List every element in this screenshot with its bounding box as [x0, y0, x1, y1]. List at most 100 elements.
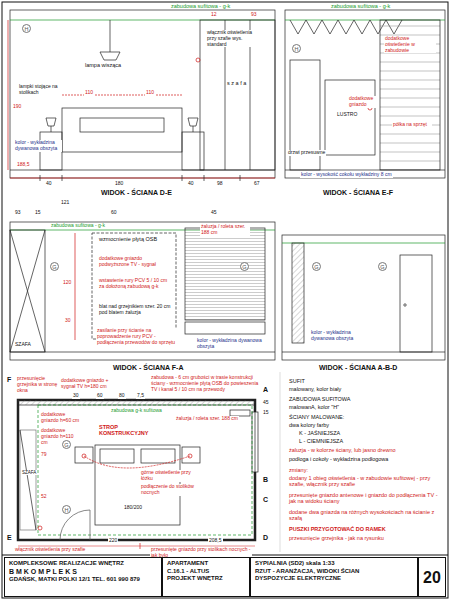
- dimension: 121: [60, 200, 70, 206]
- annotation: blat nad grzejnikiem szer. 20 cm pod bla…: [98, 304, 172, 316]
- annotation: dodatkowe gniazdo podwyższone TV - sygna…: [98, 256, 170, 268]
- annotation: kolor - wykładzina dywanowa obszyta: [196, 338, 268, 350]
- annotation: K - JAŚNIEJSZA: [298, 430, 341, 436]
- annotation: E: [6, 534, 13, 542]
- annotation: L - CIEMNIEJSZA: [298, 438, 344, 444]
- dimension: 190: [12, 104, 22, 110]
- cell-text: KOMPLEKSOWE REALIZACJE WNĘTRZ: [9, 560, 157, 568]
- annotation: B: [262, 476, 269, 484]
- cell-text: PROJEKT WNĘTRZ: [167, 575, 245, 583]
- cell-text: H: [23, 25, 30, 34]
- cell-text: APARTAMENT: [167, 560, 245, 568]
- cell-text: SYPIALNIA (SD2) skala 1:33: [255, 560, 413, 568]
- cell-text: B M K O M P L E K S: [9, 568, 157, 577]
- dimension: 93: [250, 12, 258, 18]
- annotation: s z a f a: [226, 80, 247, 86]
- dimension: 110: [84, 90, 94, 96]
- dimension: 220: [108, 538, 118, 544]
- dimension: 80: [118, 393, 126, 399]
- annotation: dodatkowe gniazdo h=60 cm: [40, 412, 82, 424]
- annotation: dodatkowe gniazdo h=110 cm: [40, 428, 82, 445]
- dimension: 7,5: [136, 393, 145, 399]
- dimension: 120: [62, 280, 72, 286]
- annotation: WIDOK - ŚCIANA E-F: [322, 189, 394, 197]
- dimension: 98: [216, 181, 224, 187]
- dimension: 67: [253, 181, 261, 187]
- annotation: SUFIT: [288, 378, 306, 384]
- annotation: wstawienie rury PCV 5 / 10 cm za dołożon…: [98, 278, 172, 290]
- annotation: A: [262, 386, 269, 394]
- annotation: zabudowa sufitowa - g-k: [50, 223, 106, 229]
- title-block-cell: SYPIALNIA (SD2) skala 1:33RZUT - ARANŻAC…: [250, 557, 418, 597]
- annotation: C: [262, 496, 269, 504]
- dimension: 188,5: [16, 162, 31, 168]
- cell-text: C.16.1 - ALTUS: [167, 568, 245, 576]
- annotation: zabudowa - 6 cm grubości w trasie konstr…: [150, 375, 260, 392]
- annotation: zabudowa sufitowa - g-k: [330, 3, 391, 9]
- wall-colour-marker: G: [240, 262, 249, 271]
- annotation: wzmocnienie płytą OSB: [98, 236, 158, 242]
- annotation: zasilanie przy ścianie na poprowadzenie …: [96, 328, 178, 345]
- annotation: zmiany:: [288, 467, 309, 473]
- wall-colour-marker: H: [292, 44, 301, 53]
- dimension: 40: [187, 181, 195, 187]
- cell-text: 20: [423, 560, 441, 588]
- title-block-cell: KOMPLEKSOWE REALIZACJE WNĘTRZB M K O M P…: [4, 557, 162, 597]
- dimension: 79: [40, 452, 48, 458]
- dimension: 208,5: [208, 538, 223, 544]
- cell-text: G: [379, 263, 386, 272]
- dimension: 60: [96, 393, 104, 399]
- annotation: dodany 1 obieg oświetlenia - w zabudowie…: [288, 475, 440, 488]
- annotation: PUSZKI PRZYGOTOWAĆ DO RAMEK: [288, 526, 387, 532]
- annotation: górne oświetlenie przy łóżku: [140, 470, 198, 482]
- dimension: 45: [210, 210, 218, 216]
- wall-colour-marker: H: [22, 24, 31, 33]
- wall-colour-marker: G: [50, 262, 59, 271]
- dimension: 30: [64, 318, 72, 324]
- annotation: F: [6, 376, 12, 384]
- annotation: SZAFA: [14, 342, 32, 348]
- cell-text: RZUT - ARANŻACJA, WIDOKI ŚCIAN: [255, 568, 413, 576]
- annotation: włącznik oświetlenia przy szafie: [14, 547, 88, 553]
- cell-text: H: [293, 45, 300, 54]
- wall-colour-marker: G: [378, 262, 387, 271]
- annotation: włącznik oświetlenia przy szafie wys. st…: [206, 30, 254, 47]
- annotation: ŚCIANY MALOWANE:: [288, 414, 345, 420]
- dimension: 93: [14, 210, 22, 216]
- annotation: zabudowa sufitowa - g-k: [170, 3, 231, 9]
- dimension: 52: [40, 494, 48, 500]
- cell-text: DYSPOZYCJE ELEKTRYCZNE: [255, 575, 413, 583]
- annotation: lampa wisząca: [84, 62, 122, 68]
- wall-colour-marker: H: [62, 505, 71, 514]
- annotation: kolor - wysokość cokołu wykładziny 8 cm: [300, 172, 393, 178]
- annotation: dodatkowe oświetlenie w zabudowie: [384, 36, 436, 53]
- annotation: podłoga i cokoły - wykładzina podłogowa: [288, 456, 440, 462]
- annotation: kolor - wykładzina dywanowa obszyta: [14, 140, 62, 152]
- annotation: żaluzja / roleta szer. 188 cm: [175, 416, 239, 422]
- annotation: ZABUDOWA SUFITOWA: [288, 396, 352, 402]
- annotation: WIDOK - ŚCIANA F-A: [112, 364, 185, 372]
- dimension: 45: [262, 400, 270, 406]
- annotation: podłączenie do stolików nocnych: [140, 484, 212, 496]
- annotation: żaluzja - w kolorze ściany, lub jasno dr…: [288, 447, 440, 453]
- cell-text: G: [63, 441, 70, 450]
- annotation: przesunięcie grzejnika - jak na rysunku: [288, 535, 440, 541]
- cell-text: H: [63, 506, 70, 515]
- title-block-cell: 20: [418, 557, 446, 597]
- annotation: przesunięte gniazdo antenowe i gniazdo d…: [288, 492, 440, 505]
- dimension: 40: [45, 181, 53, 187]
- dimension: 110: [145, 90, 155, 96]
- cell-text: G: [313, 263, 320, 272]
- annotation: półka na sprzęt: [392, 122, 432, 128]
- cell-text: GDAŃSK, MATKI POLKI 12/1 TEL. 601 990 87…: [9, 576, 157, 584]
- wall-colour-marker: G: [312, 262, 321, 271]
- annotation: przesunięcie grzejnika w stronę okna: [16, 376, 60, 393]
- annotation: WIDOK - ŚCIANA A-B-D: [318, 364, 398, 372]
- annotation: STROP KONSTRUKCYJNY: [98, 424, 160, 437]
- dimension: 15: [34, 210, 42, 216]
- annotation: lampki stojące na stolikach: [18, 84, 60, 96]
- annotation: LUSTRO: [336, 112, 358, 118]
- annotation: malowanA, kolor "H": [288, 404, 340, 410]
- dimension: 12: [210, 12, 218, 18]
- annotation: WIDOK - ŚCIANA D-E: [100, 189, 173, 197]
